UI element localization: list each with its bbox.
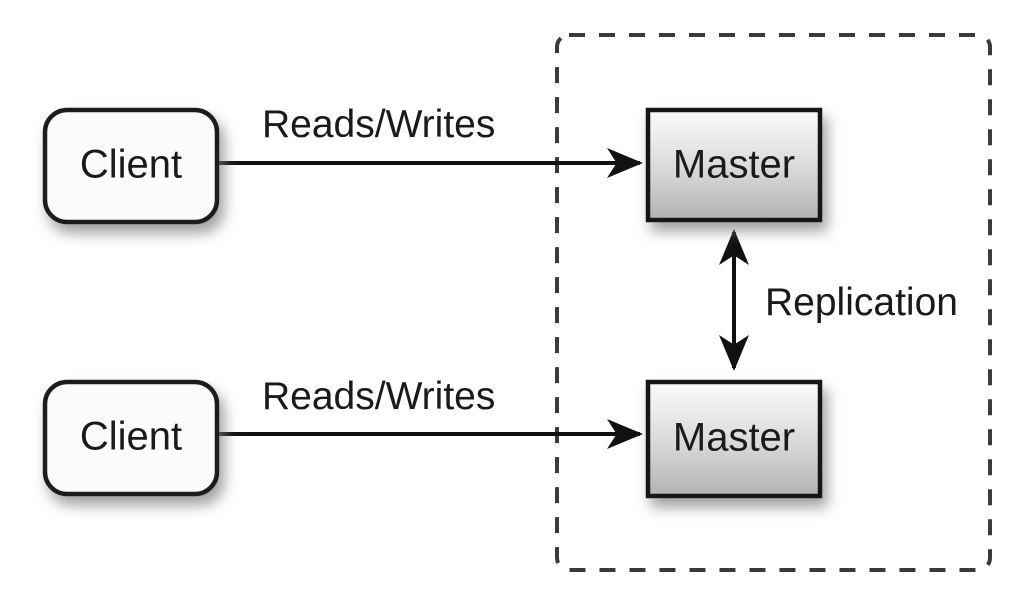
edge-label-reads-writes-bottom: Reads/Writes — [262, 375, 495, 418]
master-top-node[interactable] — [645, 107, 823, 223]
master-top-label: Master — [673, 143, 795, 187]
client-top-label: Client — [80, 143, 182, 187]
client-bottom-node[interactable] — [42, 379, 220, 497]
client-bottom-label: Client — [80, 415, 182, 459]
edge-label-replication: Replication — [765, 281, 958, 324]
client-top-node[interactable] — [42, 107, 220, 225]
edge-label-reads-writes-top: Reads/Writes — [262, 103, 495, 146]
master-bottom-label: Master — [673, 416, 795, 460]
master-bottom-node[interactable] — [645, 379, 823, 499]
